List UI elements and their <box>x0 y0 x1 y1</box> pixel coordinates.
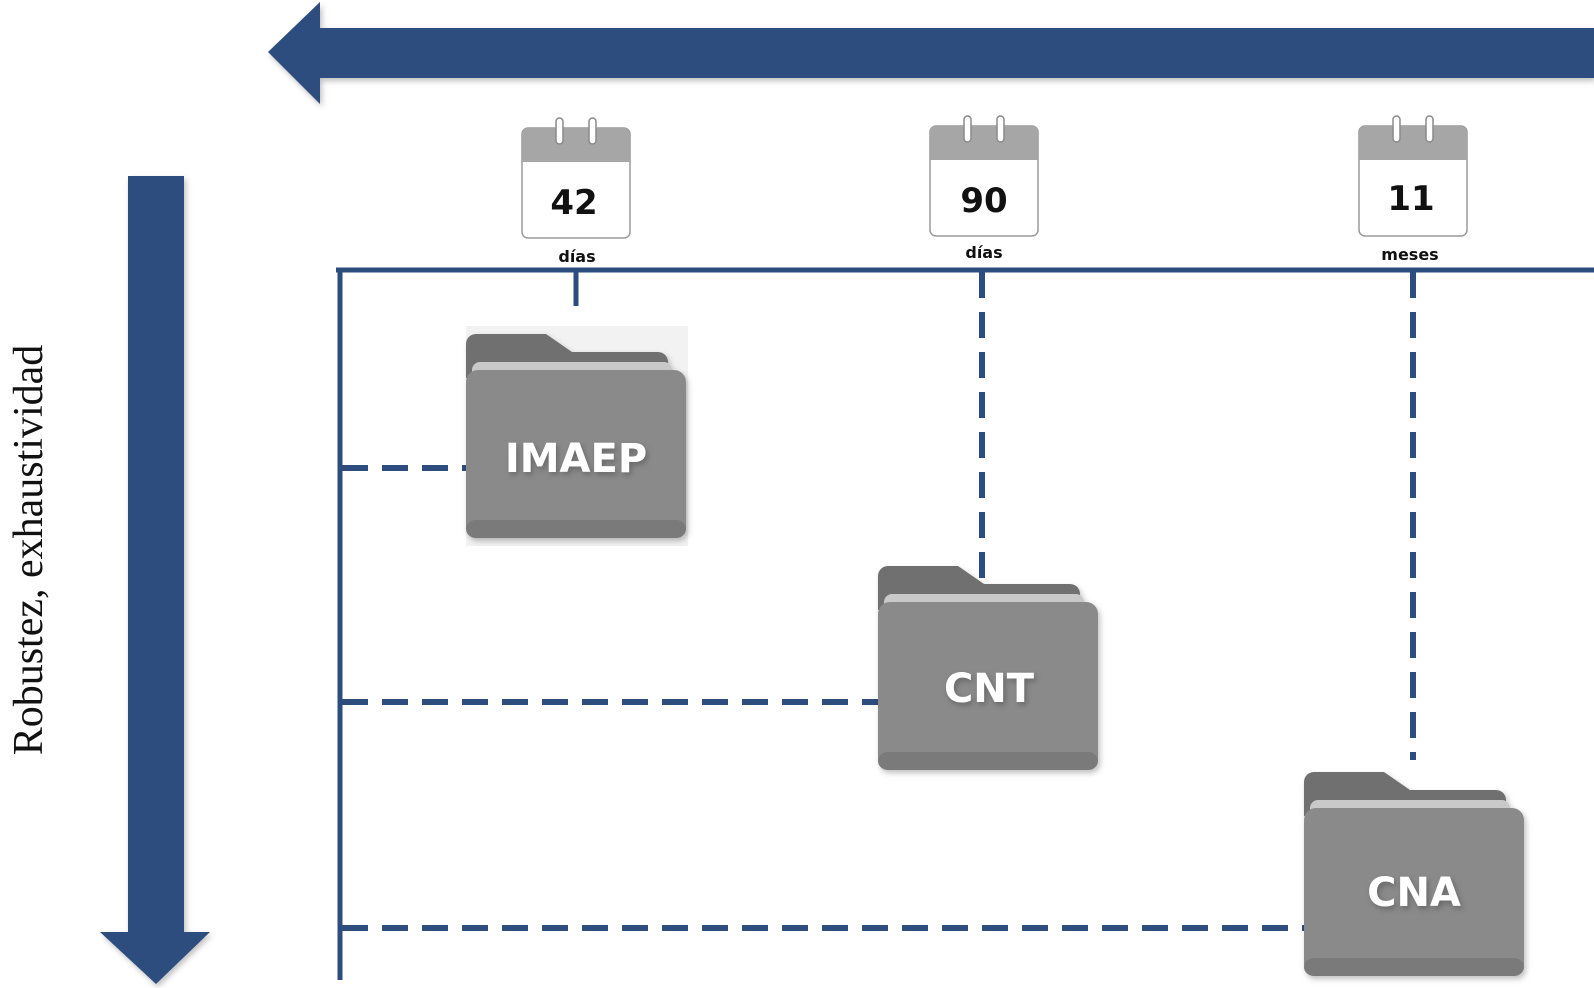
calendar-number: 42 <box>550 183 597 223</box>
calendar-unit: días <box>558 247 595 266</box>
calendar-icon: 90 <box>929 115 1039 237</box>
folder-label: CNT <box>944 666 1035 712</box>
calendar-number: 90 <box>960 181 1007 221</box>
vertical-arrow <box>100 176 210 984</box>
folder-cnt: CNT <box>878 566 1098 770</box>
calendar-number: 11 <box>1387 179 1434 219</box>
horizontal-arrow <box>268 2 1594 104</box>
folder-imaep: IMAEP <box>466 326 688 546</box>
calendar-icon: 42 <box>521 117 631 239</box>
calendar-unit: días <box>965 243 1002 262</box>
folder-cna: CNA <box>1304 772 1524 976</box>
folder-label: CNA <box>1367 870 1461 916</box>
calendar-unit: meses <box>1381 245 1438 264</box>
axis-label: Robustez, exhaustividad <box>6 345 52 756</box>
calendar-icon: 11 <box>1358 115 1468 237</box>
folder-label: IMAEP <box>505 436 647 482</box>
